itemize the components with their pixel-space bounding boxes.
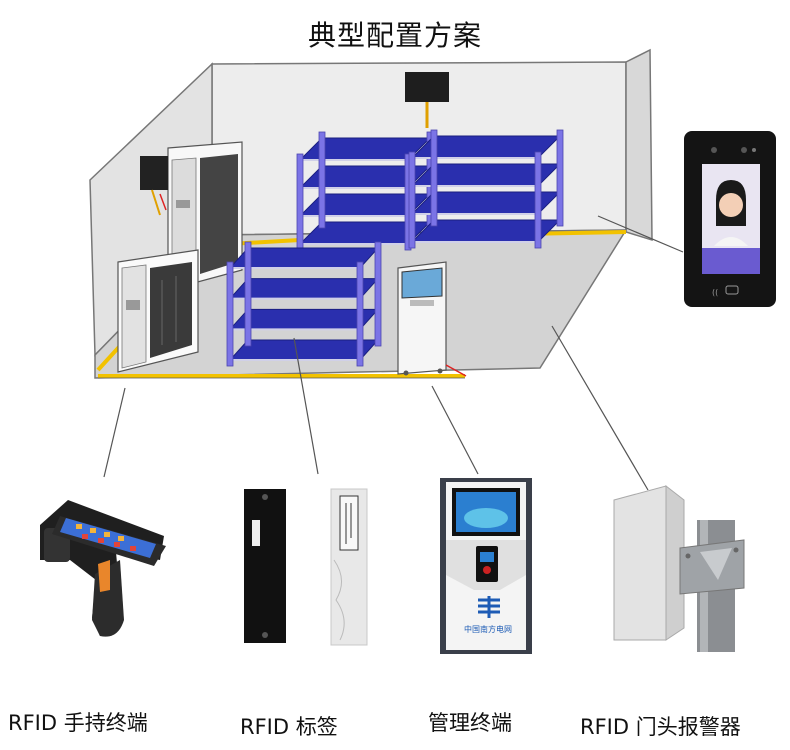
shelf-unit-back-left (296, 131, 434, 251)
management-kiosk-in-room (397, 261, 467, 377)
caption-handheld: RFID 手持终端 (8, 711, 148, 735)
server-cabinet-front (117, 249, 199, 373)
page-title: 典型配置方案 (307, 19, 482, 52)
face-recognition-panel-icon: (( (684, 131, 776, 307)
caption-terminal: 管理终端 (428, 711, 512, 735)
kiosk-logo-text: 中国南方电网 (464, 624, 512, 634)
rfid-tag-icon (244, 488, 368, 646)
shelf-unit-back-right (408, 129, 564, 249)
door-alarm-antenna-icon (613, 484, 745, 652)
control-box-left (140, 156, 168, 190)
warehouse-room-illustration (89, 48, 653, 379)
caption-tag: RFID 标签 (240, 715, 338, 739)
caption-group: RFID 手持终端 RFID 标签 管理终端 RFID 门头报警器 (8, 711, 741, 739)
connector-lines (103, 215, 684, 491)
kiosk-terminal-icon: 中国南方电网 (440, 478, 532, 654)
csg-logo-icon (478, 596, 500, 618)
shelf-group (226, 129, 564, 367)
caption-alarm: RFID 门头报警器 (580, 715, 741, 739)
shelf-unit-front (226, 241, 382, 367)
control-box-top (405, 72, 449, 102)
handheld-rfid-reader-icon (40, 500, 166, 637)
svg-text:((: (( (712, 288, 718, 297)
